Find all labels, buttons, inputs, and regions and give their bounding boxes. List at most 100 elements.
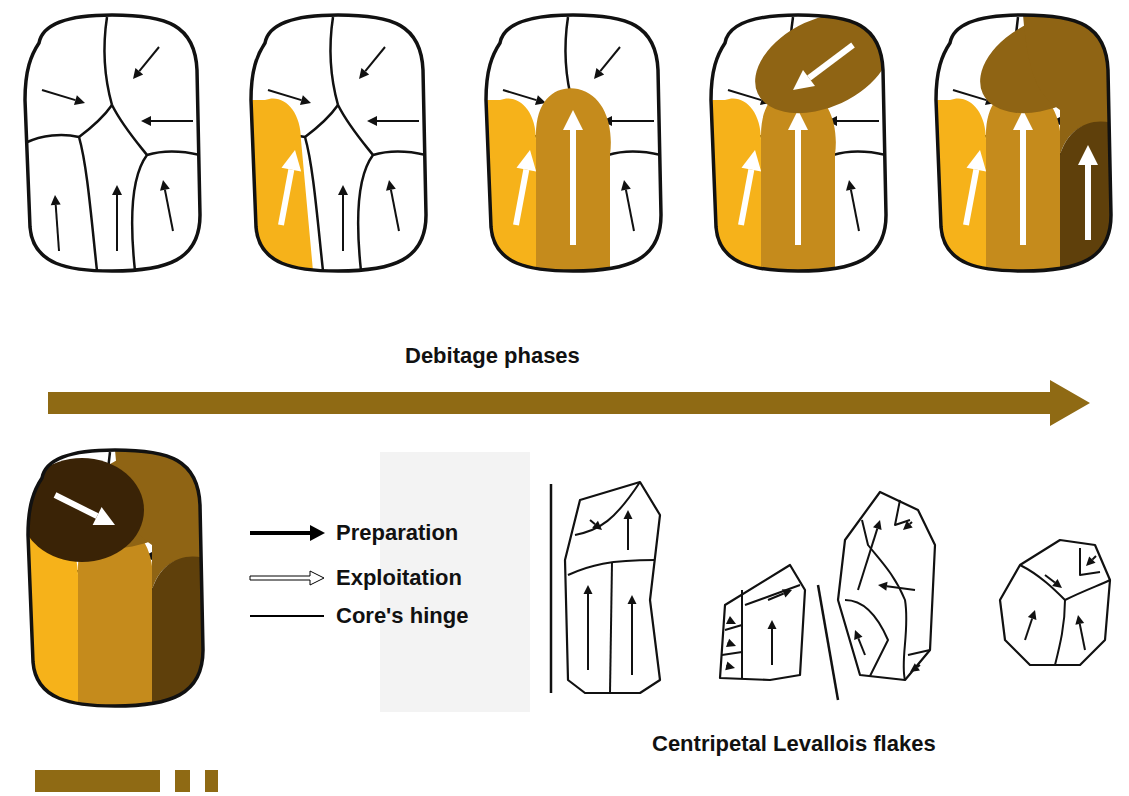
- arrow-head: [594, 68, 604, 79]
- scar-arrow: [854, 630, 865, 655]
- flake-outline: [565, 482, 660, 693]
- arrow-shaft: [966, 170, 976, 225]
- flake-line: [818, 585, 838, 700]
- scar-arrow: [768, 589, 792, 600]
- arrow-shaft: [910, 522, 912, 524]
- core-outline: [711, 15, 886, 271]
- arrow-head: [768, 620, 777, 629]
- flake-line: [845, 600, 888, 676]
- exploitation-arrow: [966, 150, 986, 225]
- arrow-shaft: [587, 594, 589, 670]
- preparation-arrow: [51, 195, 61, 251]
- scar-arrow: [590, 520, 602, 530]
- arrow-shaft: [1020, 130, 1026, 245]
- core-surface: [25, 17, 200, 271]
- arrow-shaft: [151, 120, 193, 122]
- exploitation-sample: [250, 571, 324, 585]
- scar-arrow: [584, 585, 593, 670]
- exploitation-arrow: [1013, 110, 1033, 245]
- arrow-shaft: [1025, 619, 1032, 640]
- preparation-arrow: [112, 185, 122, 251]
- arrow-head: [516, 150, 536, 171]
- flake-line: [1020, 565, 1110, 600]
- arrow-head: [1078, 145, 1098, 165]
- core-outline: [25, 15, 200, 271]
- arrow-shaft: [795, 130, 801, 245]
- scar-ridge: [305, 105, 338, 137]
- arrow-shaft: [281, 170, 291, 225]
- exploitation-scar: [761, 88, 836, 271]
- flake-line: [722, 625, 742, 655]
- arrow-shaft: [858, 529, 877, 590]
- arrow-shaft: [858, 638, 865, 655]
- levallois-core: [711, 0, 907, 271]
- arrow-shaft: [42, 90, 75, 100]
- flake-line: [862, 520, 906, 680]
- arrow-head: [281, 150, 301, 171]
- arrow-head: [873, 520, 882, 530]
- flake-line: [610, 562, 612, 693]
- preparation-arrow: [42, 90, 85, 105]
- caption-label: Centripetal Levallois flakes: [652, 731, 936, 757]
- scar-arrow: [878, 582, 915, 591]
- phase-arrow: [48, 380, 1090, 426]
- arrow-shaft: [570, 130, 576, 245]
- arrow-head: [1075, 615, 1084, 625]
- arrow-shaft: [626, 190, 634, 231]
- preparation-arrow: [386, 180, 399, 231]
- arrow-head: [338, 185, 348, 195]
- arrow-head: [621, 180, 631, 191]
- legend-row: Exploitation: [248, 563, 462, 593]
- arrow-head: [141, 116, 151, 126]
- arrow-head: [93, 507, 115, 525]
- core-outline: [936, 15, 1111, 271]
- core-outline: [28, 450, 203, 706]
- scale-bar: [205, 770, 218, 792]
- scar-arrow: [1075, 615, 1085, 650]
- flake-outline: [1000, 540, 1110, 665]
- arrow-head: [1052, 579, 1062, 588]
- arrow-shaft: [631, 604, 633, 675]
- arrow-head: [725, 661, 735, 670]
- arrow-shaft: [1092, 556, 1096, 560]
- levallois-core: [936, 0, 1129, 271]
- levallois-core: [486, 15, 661, 271]
- scar-ridge: [112, 105, 147, 155]
- arrow-head: [726, 616, 736, 624]
- arrow-head: [1028, 610, 1037, 620]
- phase-label: Debitage phases: [405, 343, 580, 369]
- arrow-shaft: [377, 120, 419, 122]
- flake-line: [741, 590, 743, 678]
- scar-arrow: [624, 510, 633, 550]
- preparation-arrow: [338, 185, 348, 251]
- core-surface: [936, 0, 1129, 271]
- arrow-shaft: [768, 593, 784, 600]
- arrow-shaft: [837, 120, 879, 122]
- arrow-shaft: [851, 190, 859, 231]
- arrow-shaft: [365, 47, 385, 71]
- exploitation-arrow: [1078, 145, 1098, 240]
- exploitation-arrow: [788, 110, 808, 245]
- flake-outline: [838, 492, 935, 680]
- arrow-head: [112, 185, 122, 195]
- flakes: [551, 482, 1110, 700]
- arrow-head: [854, 630, 862, 640]
- core-outline: [251, 15, 426, 271]
- levallois-core: [20, 428, 224, 706]
- arrow-head: [367, 116, 377, 126]
- preparation-arrow: [594, 47, 620, 79]
- flake-outline: [720, 565, 805, 680]
- core-ground: [25, 15, 200, 271]
- arrow-head: [51, 195, 61, 205]
- arrow-head: [782, 589, 792, 597]
- scar-arrow: [858, 520, 882, 590]
- flake-line: [1055, 600, 1065, 665]
- core-surface: [711, 0, 907, 271]
- flake-line: [1080, 548, 1100, 575]
- arrow-shaft: [165, 190, 173, 231]
- scar-arrow: [725, 661, 735, 670]
- arrow-head: [910, 663, 920, 672]
- core-surface: [20, 428, 224, 706]
- arrow-head: [878, 582, 888, 591]
